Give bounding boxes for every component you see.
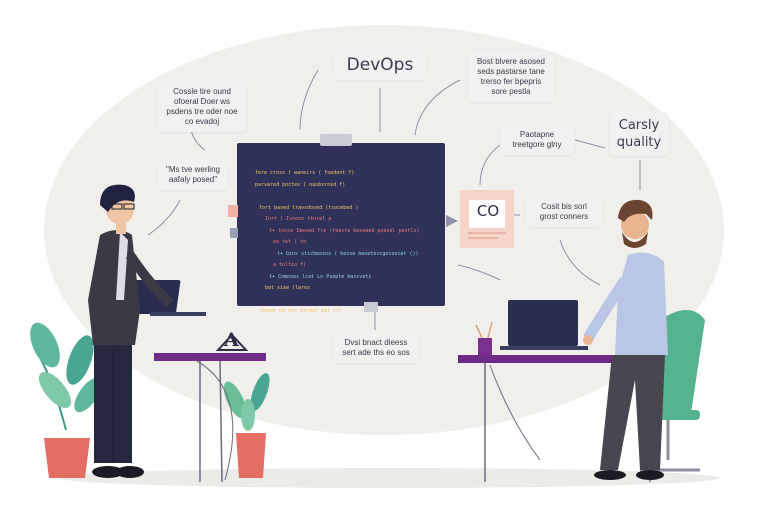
flow-arrows [147,69,641,330]
right-person [583,199,668,480]
code-line: eo tet ( to [273,239,307,245]
left-mid-note: "Ms tve werling aafaly posed" [158,160,228,190]
left-desk [154,333,266,483]
code-line: baree oe tet bareet pat (f) [261,308,343,314]
right-desk [458,300,668,482]
right-mid-note: Paotapne treetgore glny [500,125,574,155]
quality-note: Carsly quality [609,112,669,156]
devops-note: DevOps [334,50,426,80]
right-low-note: Cosit bis sorl grost conners [526,197,602,227]
code-line: bat siae (lares [265,285,311,291]
left-person [88,184,206,478]
code-line: Inrt ( Ivoosn ttorel a [265,216,332,222]
top-right-note: Bost blvere asosed seds pastarse tane tr… [468,52,554,102]
center-plant [223,373,270,478]
code-line: a toltio f) [273,262,307,268]
code-line: parvared poctes ( oasbsrnsd f) [255,181,346,188]
code-line [255,295,425,307]
code-listing: fere cross ( waneirs ( foedont f) parvare… [255,168,425,318]
top-left-note: Cossle tire ound ofoeral Doer ws psdens … [157,82,247,132]
code-board [228,134,514,312]
code-line: fere cross ( waneirs ( foedont f) [255,170,355,176]
bottom-center-note: Dvsi bnact dleess sert ade ths eo sos [333,333,419,363]
code-line: t+ bins sticheosns ( besse beoetescgosso… [277,250,419,257]
code-line: fort baved travsdosed (tsocebed ) [259,204,359,211]
code-line: t+ Comoses lcat Lo Psepte bassveti [269,273,372,280]
desk-letter: A [224,329,239,351]
code-line [255,191,425,203]
code-line: t+ tocce Imesed f(e (feasre beseeed poes… [269,227,420,234]
co-card-label: CO [476,202,500,220]
